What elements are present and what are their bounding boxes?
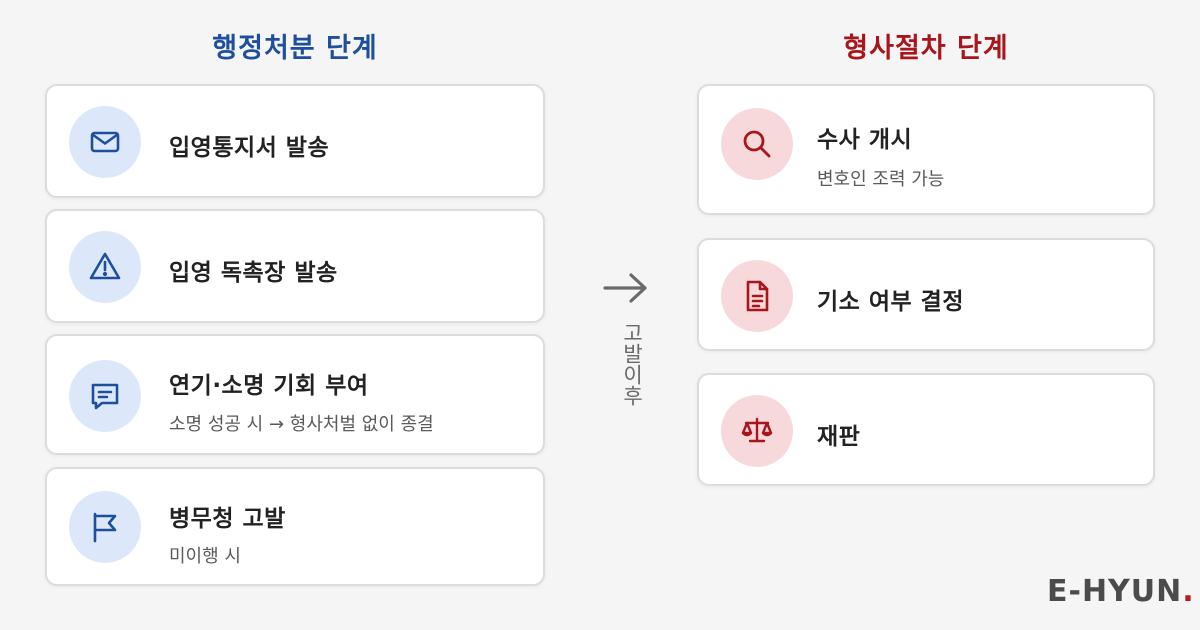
arrow-right-icon [603, 273, 647, 303]
brand-logo: E-HYUN. [1047, 574, 1195, 609]
mail-icon [69, 106, 141, 178]
step-card-trial: 재판 [697, 373, 1155, 486]
step-card-military-manpower-complaint: 병무청 고발 미이행 시 [45, 467, 545, 586]
card-subtitle: 미이행 시 [169, 546, 241, 567]
administrative-stage-title: 행정처분 단계 [212, 33, 378, 64]
card-title: 재판 [817, 424, 861, 450]
search-icon [721, 108, 793, 180]
card-title: 병무청 고발 [169, 506, 286, 532]
card-title: 입영 독촉장 발송 [169, 260, 338, 286]
step-card-enlistment-notice: 입영통지서 발송 [45, 84, 545, 198]
criminal-procedure-title: 형사절차 단계 [843, 33, 1009, 64]
card-subtitle: 소명 성공 시 → 형사처벌 없이 종결 [169, 414, 434, 435]
warning-icon [69, 231, 141, 303]
document-icon [721, 260, 793, 332]
step-card-indictment-decision: 기소 여부 결정 [697, 238, 1155, 351]
flag-icon [69, 491, 141, 563]
step-card-investigation: 수사 개시 변호인 조력 가능 [697, 84, 1155, 215]
logo-dot: . [1182, 574, 1195, 609]
step-card-reminder-notice: 입영 독촉장 발송 [45, 209, 545, 323]
card-subtitle: 변호인 조력 가능 [817, 169, 945, 190]
card-title: 입영통지서 발송 [169, 135, 330, 161]
message-icon [69, 360, 141, 432]
logo-text: E-HYUN [1047, 574, 1183, 609]
after-complaint-label: 고발이후 [620, 322, 644, 406]
step-card-explanation-opportunity: 연기·소명 기회 부여 소명 성공 시 → 형사처벌 없이 종결 [45, 334, 545, 455]
card-title: 수사 개시 [817, 127, 913, 153]
card-title: 연기·소명 기회 부여 [169, 373, 369, 399]
card-title: 기소 여부 결정 [817, 289, 964, 315]
scale-icon [721, 395, 793, 467]
